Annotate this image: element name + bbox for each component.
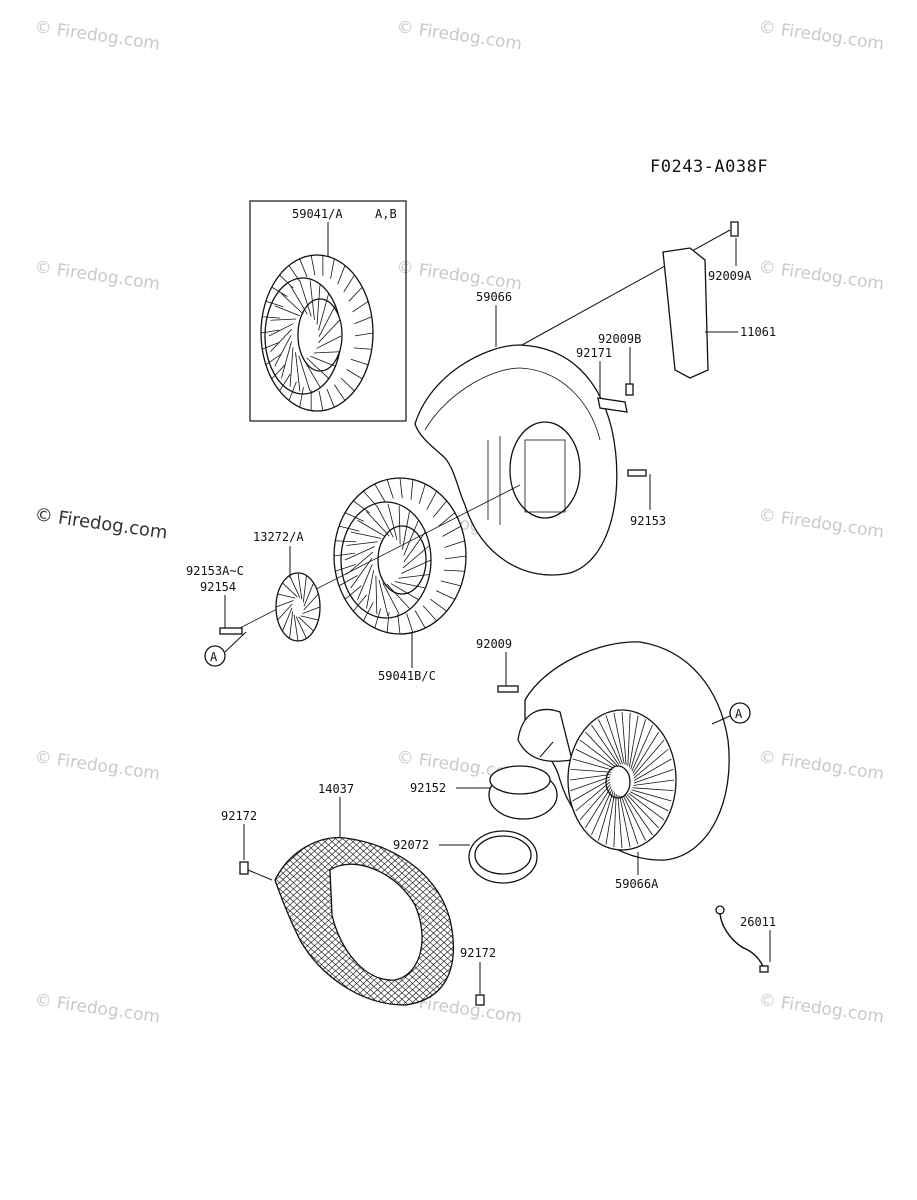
label-59041-a: 59041/A — [292, 207, 343, 221]
blower-housing-59066a — [517, 641, 730, 861]
label-92072: 92072 — [393, 838, 429, 852]
label-11061: 11061 — [740, 325, 776, 339]
label-14037: 14037 — [318, 782, 354, 796]
label-92009b: 92009B — [598, 332, 641, 346]
watermark: © Firedog.com — [33, 990, 161, 1027]
watermark: © Firedog.com — [757, 257, 885, 294]
watermark: © Firedog.com — [757, 505, 885, 542]
label-92153a-c: 92153A~C — [186, 564, 244, 578]
bolt-92153 — [627, 469, 647, 477]
watermark: © Firedog.com — [33, 504, 168, 543]
label-92172-top: 92172 — [221, 809, 257, 823]
label-59041b-c: 59041B/C — [378, 669, 436, 683]
watermark: © Firedog.com — [395, 17, 523, 54]
fan-wheel-59041b-c — [333, 477, 467, 635]
screw-92172-bottom — [475, 994, 485, 1006]
fan-shroud-59066 — [414, 344, 618, 576]
callout-a-letter: A — [735, 707, 743, 721]
callout-a-left: A — [204, 631, 247, 667]
label-13272-a: 13272/A — [253, 530, 304, 544]
callout-a-letter: A — [210, 650, 218, 664]
bolt-92009a — [730, 221, 739, 237]
screw-92172-top — [239, 861, 249, 875]
label-92154: 92154 — [200, 580, 236, 594]
ring-92152 — [488, 765, 558, 820]
watermark: © Firedog.com — [33, 747, 161, 784]
impeller-13272-a — [275, 572, 321, 642]
watermark: © Firedog.com — [395, 257, 523, 294]
mesh-screen-14037 — [274, 836, 454, 1006]
fan-wheel-inset — [260, 254, 374, 412]
label-92153: 92153 — [630, 514, 666, 528]
watermark: © Firedog.com — [757, 17, 885, 54]
sensor-lead-26011 — [715, 905, 769, 973]
diagram-code: F0243-A038F — [650, 157, 768, 177]
watermark: © Firedog.com — [757, 747, 885, 784]
bolt-92009b — [625, 383, 634, 396]
callout-a-right: A — [711, 702, 751, 725]
label-59066a: 59066A — [615, 877, 659, 891]
watermark: © Firedog.com — [757, 990, 885, 1027]
label-59066: 59066 — [476, 290, 512, 304]
label-92009a: 92009A — [708, 269, 752, 283]
label-inset-variant: A,B — [375, 207, 397, 221]
bolt-92009 — [497, 685, 519, 693]
label-26011: 26011 — [740, 915, 776, 929]
bolt-92153a-c — [219, 627, 243, 635]
label-92171: 92171 — [576, 346, 612, 360]
label-92009: 92009 — [476, 637, 512, 651]
ring-92072 — [468, 830, 538, 884]
watermark: © Firedog.com — [33, 257, 161, 294]
label-92172-bottom: 92172 — [460, 946, 496, 960]
label-92152: 92152 — [410, 781, 446, 795]
cover-plate-11061 — [662, 247, 709, 379]
inset-box: 59041/A A,B — [249, 200, 407, 422]
watermark: © Firedog.com — [33, 17, 161, 54]
bracket-92171 — [597, 397, 628, 413]
